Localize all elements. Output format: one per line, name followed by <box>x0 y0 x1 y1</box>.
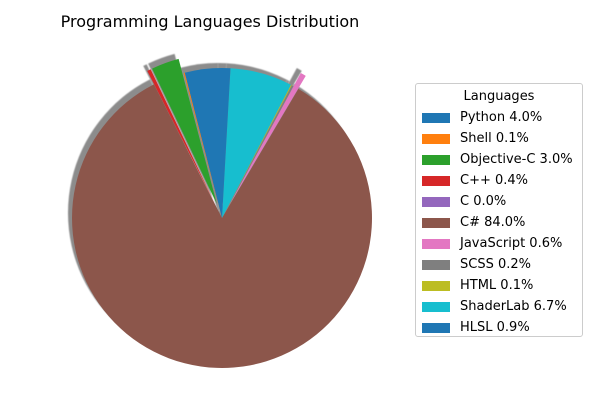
pie-chart <box>68 53 373 368</box>
legend-item-hlsl: HLSL 0.9% <box>422 317 582 338</box>
pie-slice-python <box>184 68 222 218</box>
chart-title: Programming Languages Distribution <box>60 12 360 31</box>
legend-item-shaderlab: ShaderLab 6.7% <box>422 296 582 317</box>
legend-label: C# 84.0% <box>460 215 526 230</box>
legend-swatch <box>422 112 450 123</box>
legend-items: Python 4.0% Shell 0.1% Objective-C 3.0% C++… <box>416 107 582 338</box>
legend-label: SCSS 0.2% <box>460 257 531 272</box>
legend-swatch <box>422 301 450 312</box>
legend-item-html: HTML 0.1% <box>422 275 582 296</box>
legend-swatch <box>422 217 450 228</box>
legend-label: ShaderLab 6.7% <box>460 299 567 314</box>
legend-swatch <box>422 196 450 207</box>
legend-item-javascript: JavaScript 0.6% <box>422 233 582 254</box>
legend-label: HTML 0.1% <box>460 278 534 293</box>
legend-swatch <box>422 259 450 270</box>
legend-swatch <box>422 154 450 165</box>
pie-slice-scss <box>222 85 294 218</box>
legend: Languages Python 4.0% Shell 0.1% Objective… <box>415 83 583 337</box>
legend-swatch <box>422 280 450 291</box>
pie-slice-javascript <box>229 73 306 205</box>
legend-label: Shell 0.1% <box>460 131 529 146</box>
pie-slice-html <box>222 84 292 218</box>
legend-swatch <box>422 175 450 186</box>
legend-swatch <box>422 238 450 249</box>
pie-slice-csharp <box>72 84 373 368</box>
legend-label: Python 4.0% <box>460 110 543 125</box>
legend-item-c: C 0.0% <box>422 191 582 212</box>
pie-slice-shaderlab <box>222 68 291 219</box>
pie-slice-shell <box>183 72 222 219</box>
legend-item-objective-c: Objective-C 3.0% <box>422 149 582 170</box>
pie-slice-objective-c <box>152 58 217 204</box>
legend-label: HLSL 0.9% <box>460 320 530 335</box>
pie-slice-hlsl <box>222 68 231 218</box>
legend-item-python: Python 4.0% <box>422 107 582 128</box>
legend-item-csharp: C# 84.0% <box>422 212 582 233</box>
legend-label: JavaScript 0.6% <box>460 236 563 251</box>
legend-swatch <box>422 133 450 144</box>
legend-item-shell: Shell 0.1% <box>422 128 582 149</box>
legend-label: C++ 0.4% <box>460 173 529 188</box>
pie-slice-cpp <box>147 69 216 205</box>
legend-swatch <box>422 322 450 333</box>
legend-item-cpp: C++ 0.4% <box>422 170 582 191</box>
legend-label: C 0.0% <box>460 194 507 209</box>
legend-title: Languages <box>463 89 535 104</box>
legend-label: Objective-C 3.0% <box>460 152 573 167</box>
pie-slice-layer <box>72 58 373 368</box>
legend-item-scss: SCSS 0.2% <box>422 254 582 275</box>
